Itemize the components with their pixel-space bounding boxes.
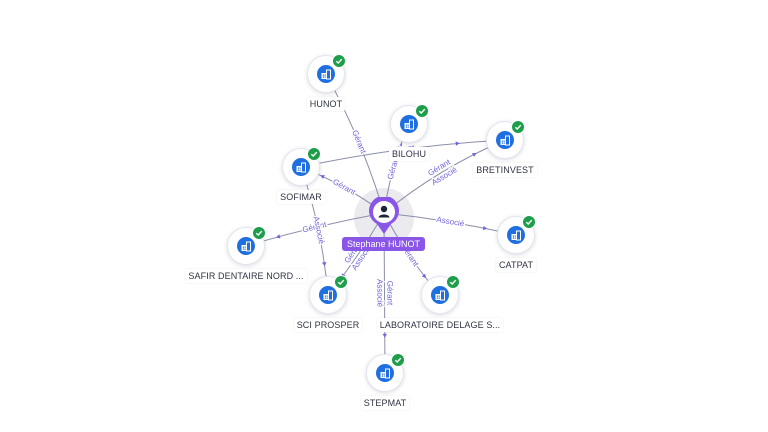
check-icon (252, 226, 266, 240)
company-node-label[interactable]: STEPMAT (360, 396, 410, 410)
building-icon (317, 65, 335, 83)
building-icon (237, 237, 255, 255)
company-node-circle (309, 275, 348, 314)
edge-bretinvest-arrowhead (472, 152, 477, 157)
check-icon (511, 120, 525, 134)
check-icon (446, 275, 460, 289)
company-node-label[interactable]: HUNOT (306, 97, 346, 111)
edge-bilohu-arrowhead (398, 143, 403, 148)
check-icon (415, 104, 429, 118)
person-icon (369, 197, 399, 234)
building-icon (400, 115, 418, 133)
check-icon (522, 215, 536, 229)
company-node-label[interactable]: SCI PROSPER (293, 318, 363, 332)
edge-safir-arrowhead (276, 234, 281, 239)
building-icon (507, 226, 525, 244)
link-sofimar-bretinvest-arrowhead (455, 141, 460, 146)
company-node-circle (227, 226, 266, 265)
company-node-safir[interactable]: SAFIR DENTAIRE NORD ... (166, 226, 326, 294)
check-icon (332, 54, 346, 68)
edge-stepmat-arrowhead (382, 333, 387, 338)
check-icon (307, 147, 321, 161)
center-person-label[interactable]: Stephane HUNOT (342, 237, 426, 251)
building-icon (496, 131, 514, 149)
company-node-sofimar[interactable]: SOFIMAR (221, 147, 381, 215)
check-icon (334, 275, 348, 289)
check-icon (391, 353, 405, 367)
company-node-label[interactable]: SAFIR DENTAIRE NORD ... (185, 269, 307, 283)
building-icon (431, 286, 449, 304)
edge-sofimar-arrowhead (320, 175, 325, 180)
company-node-circle (282, 147, 321, 186)
link-sofimar-sci-prosper-arrowhead (322, 262, 327, 267)
company-node-bretinvest[interactable]: BRETINVEST (425, 120, 585, 188)
building-icon (292, 158, 310, 176)
company-node-label[interactable]: BILOHU (388, 147, 430, 161)
company-node-circle (307, 54, 346, 93)
building-icon (319, 286, 337, 304)
company-node-sci-prosper[interactable]: SCI PROSPER (248, 275, 408, 343)
edge-laboratoire-arrowhead (421, 273, 426, 279)
edge-catpat-arrowhead (482, 225, 488, 231)
company-node-stepmat[interactable]: STEPMAT (305, 353, 465, 421)
company-node-catpat[interactable]: CATPAT (436, 215, 596, 283)
edge-stepmat-label: Associé (375, 279, 384, 308)
company-node-laboratoire[interactable]: LABORATOIRE DELAGE S... (360, 275, 520, 343)
company-node-label[interactable]: LABORATOIRE DELAGE S... (376, 318, 504, 332)
company-node-circle (497, 215, 536, 254)
company-node-circle (486, 120, 525, 159)
company-node-circle (390, 104, 429, 143)
building-icon (376, 364, 394, 382)
company-node-bilohu[interactable]: BILOHU (329, 104, 489, 172)
company-node-hunot[interactable]: HUNOT (246, 54, 406, 122)
company-node-label[interactable]: BRETINVEST (473, 163, 537, 177)
company-node-label[interactable]: SOFIMAR (277, 190, 325, 204)
edge-stepmat-label: Gérant (385, 281, 394, 306)
company-node-circle (421, 275, 460, 314)
company-node-circle (366, 353, 405, 392)
company-node-label[interactable]: CATPAT (495, 258, 537, 272)
